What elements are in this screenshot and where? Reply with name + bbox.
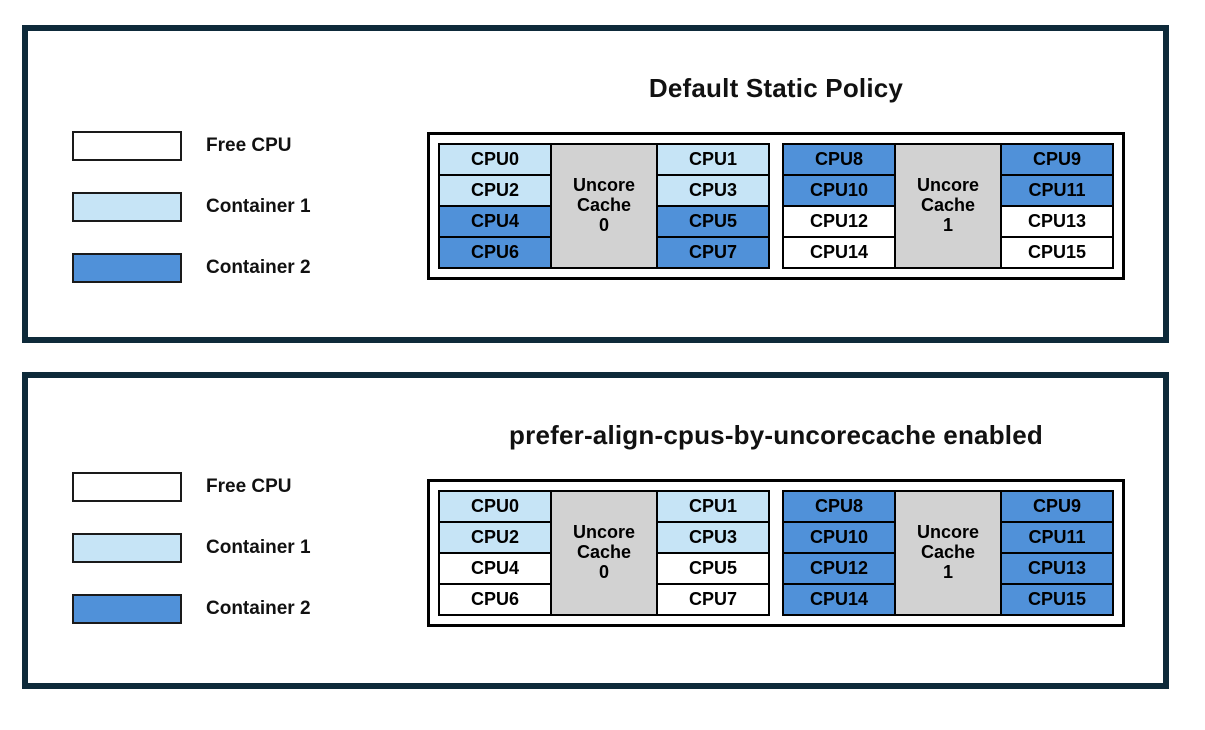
cpu-cell: CPU0 <box>440 145 550 174</box>
cpu-cell: CPU10 <box>784 176 894 205</box>
uncore-cache-label: Uncore Cache 0 <box>552 145 656 267</box>
cpu-cell: CPU14 <box>784 585 894 614</box>
cpu-cell: CPU10 <box>784 523 894 552</box>
legend-label: Container 2 <box>206 257 311 278</box>
legend-label: Container 1 <box>206 537 311 558</box>
panel-title: prefer-align-cpus-by-uncorecache enabled <box>509 420 1043 450</box>
cpu-cell: CPU0 <box>440 492 550 521</box>
container-2-swatch <box>72 253 182 283</box>
uncore-cache-1-group: CPU8 CPU10 CPU12 CPU14 Uncore Cache 1 CP… <box>782 143 1114 269</box>
free-cpu-swatch <box>72 131 182 161</box>
cpu-cell: CPU5 <box>658 207 768 236</box>
uncore-cache-label: Uncore Cache 0 <box>552 492 656 614</box>
cpu-cell: CPU13 <box>1002 554 1112 583</box>
cpu-cell: CPU2 <box>440 176 550 205</box>
legend-item-container-1: Container 1 <box>72 533 311 563</box>
legend-item-free-cpu: Free CPU <box>72 472 311 502</box>
cpu-cell: CPU11 <box>1002 176 1112 205</box>
cpu-cell: CPU3 <box>658 523 768 552</box>
cpu-cell: CPU8 <box>784 492 894 521</box>
cpu-cell: CPU14 <box>784 238 894 267</box>
cpu-cell: CPU9 <box>1002 145 1112 174</box>
uncore-cache-0-group: CPU0 CPU2 CPU4 CPU6 Uncore Cache 0 CPU1 … <box>438 143 770 269</box>
cpu-cell: CPU6 <box>440 238 550 267</box>
cpu-cell: CPU13 <box>1002 207 1112 236</box>
free-cpu-swatch <box>72 472 182 502</box>
cpu-cell: CPU6 <box>440 585 550 614</box>
legend-item-container-2: Container 2 <box>72 594 311 624</box>
uncore-cache-label: Uncore Cache 1 <box>896 492 1000 614</box>
cpu-cell: CPU12 <box>784 554 894 583</box>
panel-default-static-policy: Default Static Policy Free CPU Container… <box>22 25 1169 343</box>
cpu-cell: CPU5 <box>658 554 768 583</box>
cpu-cell: CPU7 <box>658 238 768 267</box>
cpu-cell: CPU15 <box>1002 238 1112 267</box>
legend: Free CPU Container 1 Container 2 <box>72 472 311 624</box>
cpu-cell: CPU15 <box>1002 585 1112 614</box>
cpu-cell: CPU1 <box>658 492 768 521</box>
cpu-cell: CPU7 <box>658 585 768 614</box>
cpu-cell: CPU4 <box>440 554 550 583</box>
cpu-cell: CPU11 <box>1002 523 1112 552</box>
container-2-swatch <box>72 594 182 624</box>
uncore-cache-label: Uncore Cache 1 <box>896 145 1000 267</box>
cpu-cell: CPU8 <box>784 145 894 174</box>
uncore-cache-1-group: CPU8 CPU10 CPU12 CPU14 Uncore Cache 1 CP… <box>782 490 1114 616</box>
legend-item-free-cpu: Free CPU <box>72 131 311 161</box>
cpu-cell: CPU4 <box>440 207 550 236</box>
legend-item-container-2: Container 2 <box>72 253 311 283</box>
panel-title: Default Static Policy <box>648 73 904 103</box>
legend-item-container-1: Container 1 <box>72 192 311 222</box>
legend: Free CPU Container 1 Container 2 <box>72 131 311 283</box>
uncore-cache-0-group: CPU0 CPU2 CPU4 CPU6 Uncore Cache 0 CPU1 … <box>438 490 770 616</box>
cpu-topology-diagram: CPU0 CPU2 CPU4 CPU6 Uncore Cache 0 CPU1 … <box>427 479 1125 627</box>
cpu-topology-diagram: CPU0 CPU2 CPU4 CPU6 Uncore Cache 0 CPU1 … <box>427 132 1125 280</box>
cpu-cell: CPU3 <box>658 176 768 205</box>
cpu-cell: CPU9 <box>1002 492 1112 521</box>
container-1-swatch <box>72 533 182 563</box>
legend-label: Free CPU <box>206 135 292 156</box>
container-1-swatch <box>72 192 182 222</box>
cpu-cell: CPU2 <box>440 523 550 552</box>
legend-label: Container 1 <box>206 196 311 217</box>
legend-label: Container 2 <box>206 598 311 619</box>
cpu-cell: CPU1 <box>658 145 768 174</box>
panel-prefer-align-uncorecache: prefer-align-cpus-by-uncorecache enabled… <box>22 372 1169 689</box>
cpu-cell: CPU12 <box>784 207 894 236</box>
legend-label: Free CPU <box>206 476 292 497</box>
